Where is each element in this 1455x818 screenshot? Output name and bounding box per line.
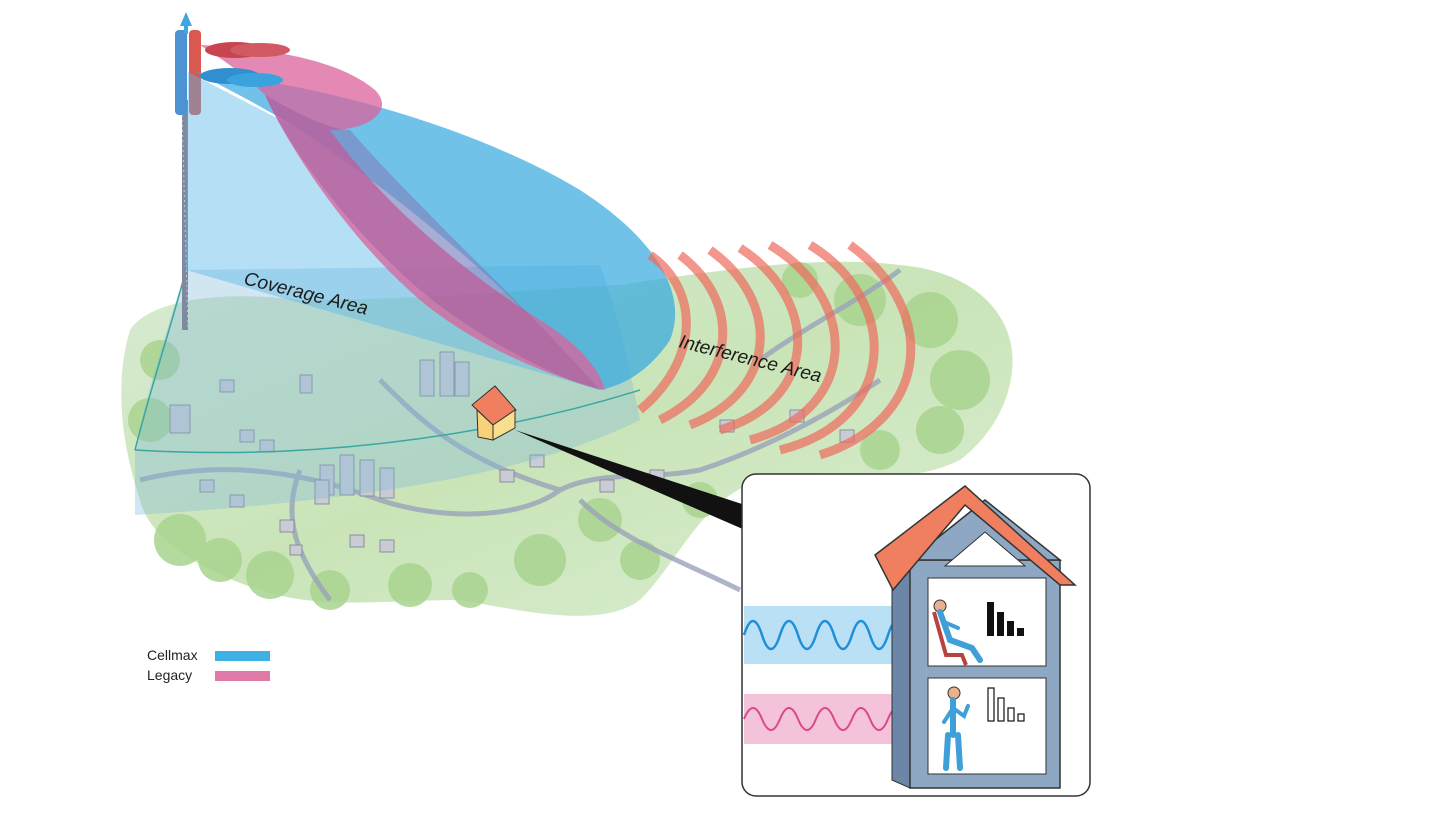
- house-roof: [874, 485, 1077, 592]
- house-side-wall: [891, 559, 911, 789]
- seated-person-icon: [932, 599, 983, 666]
- terrain-land: [121, 261, 1013, 616]
- callout-pointer: [515, 430, 745, 530]
- legend-label-cellmax: Cellmax: [147, 647, 198, 663]
- cellmax-antenna: [175, 30, 187, 115]
- terrain-map: [121, 261, 1013, 616]
- coverage-edge-line: [134, 269, 187, 451]
- legacy-antenna: [189, 30, 201, 115]
- inset-house: [874, 485, 1077, 789]
- legacy-wave: [743, 707, 907, 731]
- standing-person-icon: [942, 686, 970, 771]
- buildings: [169, 351, 855, 556]
- legacy-signal-band: [744, 694, 904, 744]
- tower-arrow-icon: [180, 12, 192, 26]
- legacy-beam: [200, 45, 605, 390]
- lower-signal-bars-icon: [987, 687, 1025, 722]
- inset-panel: [741, 473, 1091, 797]
- legend-label-legacy: Legacy: [147, 667, 192, 683]
- antenna-tower: [175, 12, 201, 331]
- legend-swatch-cellmax: [215, 651, 270, 661]
- coverage-arc-line: [134, 389, 641, 454]
- interference-waves: [637, 241, 916, 460]
- legacy-beam-overlap: [265, 95, 600, 390]
- antenna-lobes: [200, 42, 290, 87]
- map-house-icon: [471, 385, 517, 441]
- legend: Cellmax Legacy: [147, 647, 270, 683]
- cellmax-wave: [742, 619, 908, 651]
- cellmax-beam: [195, 72, 676, 390]
- cellmax-signal-band: [744, 606, 909, 664]
- upper-signal-bars-icon: [987, 602, 1024, 636]
- legend-swatch-legacy: [215, 671, 270, 681]
